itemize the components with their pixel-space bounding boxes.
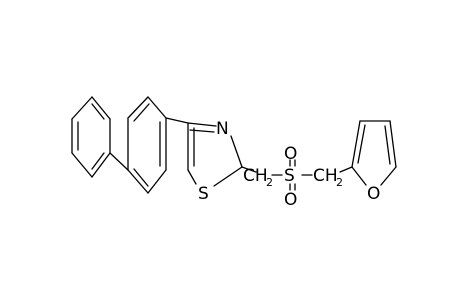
- atom-label-ch2-right-subscript: 2: [336, 176, 343, 189]
- double-bond: [133, 103, 150, 122]
- atom-label-ch2-right: CH: [313, 166, 338, 186]
- atom-label-ch2-left-subscript: 2: [266, 176, 273, 189]
- bond: [71, 152, 93, 178]
- bond: [147, 169, 167, 194]
- bond: [187, 169, 197, 185]
- bond: [71, 96, 93, 120]
- bond: [127, 96, 149, 119]
- atom-label-furan-oxygen: O: [367, 184, 380, 204]
- bond: [91, 96, 111, 120]
- bond: [127, 169, 149, 194]
- double-bond: [91, 103, 105, 120]
- bond: [147, 96, 167, 119]
- double-bond: [357, 124, 366, 164]
- bond: [389, 120, 397, 168]
- double-bond: [91, 152, 105, 170]
- atom-label-ch2-left: CH: [243, 166, 268, 186]
- bond: [351, 166, 367, 186]
- atom-label-sulfonyl-sulfur: S: [284, 166, 295, 186]
- biaryl-bond: [109, 152, 129, 171]
- bond: [91, 152, 111, 178]
- furan-ring: [351, 120, 397, 186]
- atom-label-nitrogen: N: [216, 119, 229, 139]
- phenylene-ring: [127, 96, 167, 194]
- bond: [213, 166, 243, 187]
- thiazole-ch2-bond: [241, 166, 257, 173]
- atom-label-sulfur-ring: S: [198, 184, 209, 204]
- double-bond: [384, 125, 391, 165]
- double-bond: [133, 168, 149, 187]
- atom-label-sulfonyl-oxygen-top: O: [284, 144, 297, 164]
- bond: [380, 166, 397, 186]
- bond: [187, 122, 217, 127]
- bond: [351, 120, 361, 168]
- ch2-furan-bond: [339, 166, 353, 173]
- atom-label-sulfonyl-oxygen-bottom: O: [284, 190, 297, 210]
- bond: [230, 135, 243, 168]
- phenyl-ring-terminal: [71, 96, 111, 178]
- thiazole-ring: [187, 122, 243, 187]
- aryl-thiazole-bond: [165, 117, 189, 124]
